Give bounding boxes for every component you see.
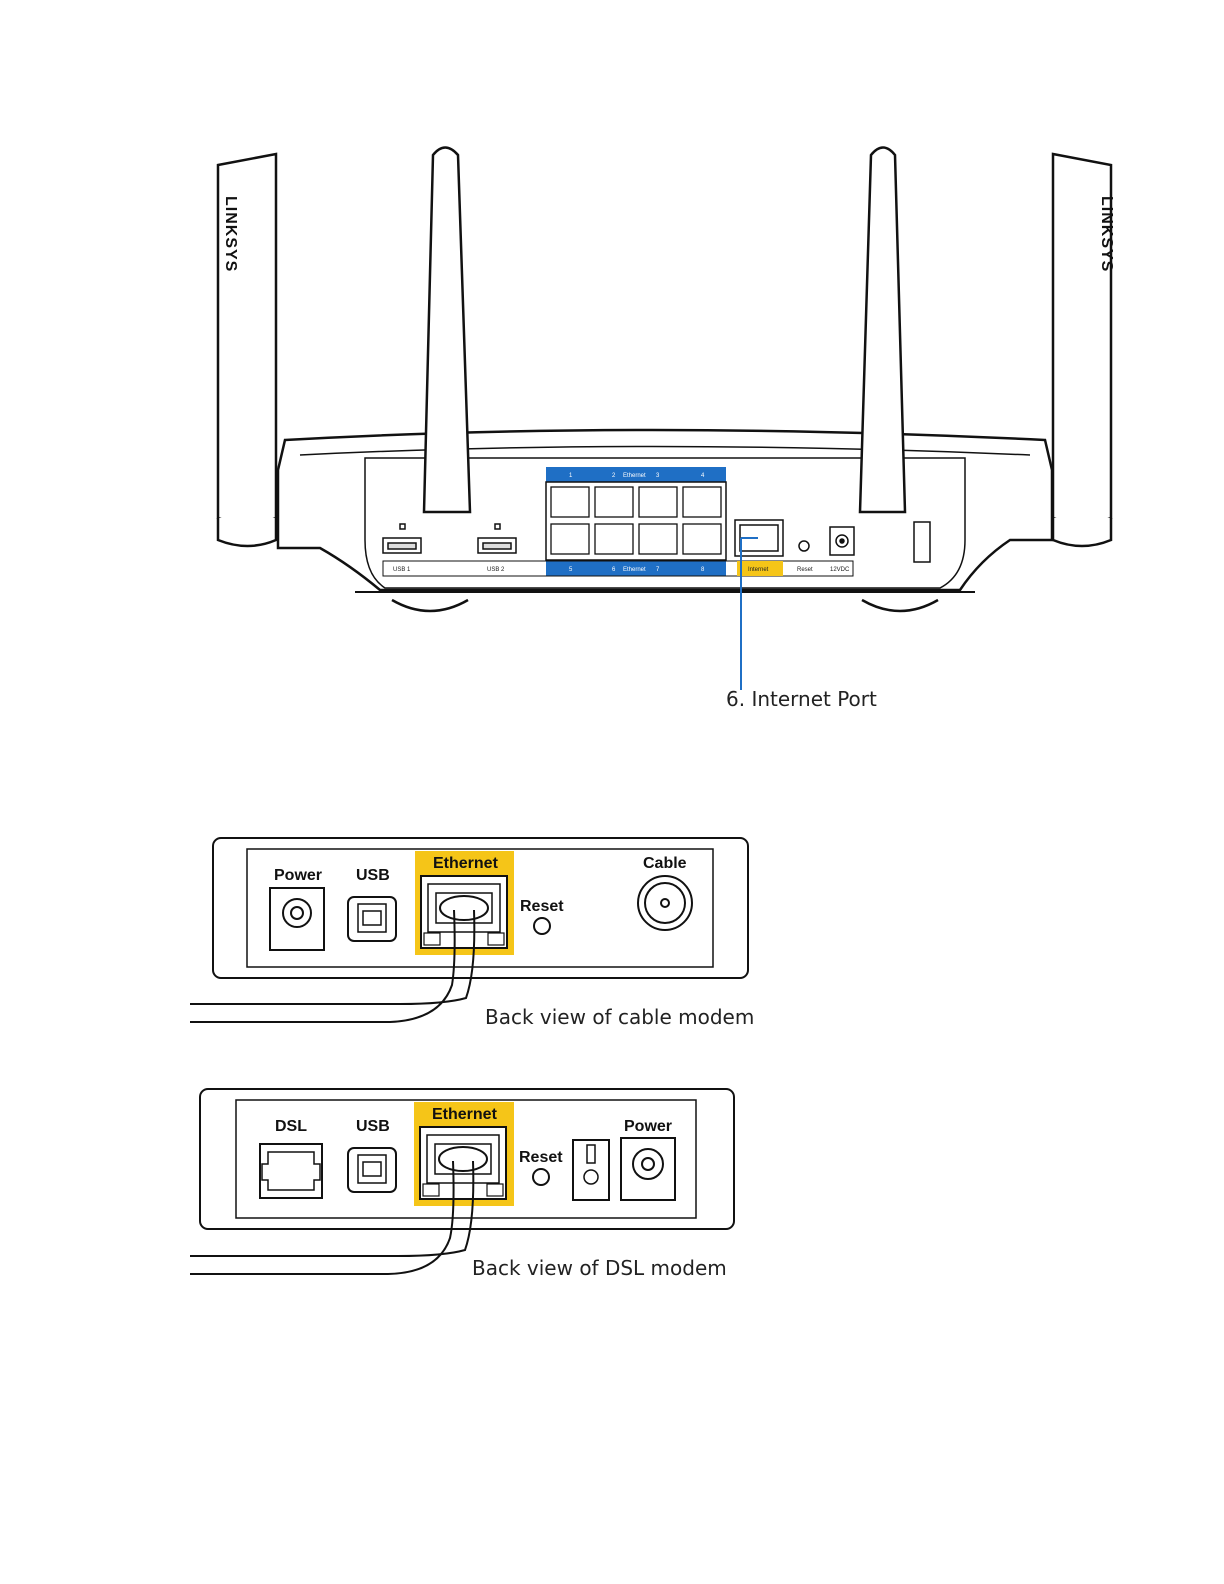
dsl-modem-caption: Back view of DSL modem: [472, 1256, 727, 1280]
reset-label: Reset: [797, 567, 813, 573]
internet-port-callout: 6. Internet Port: [726, 687, 877, 711]
cable-usb-label: USB: [356, 867, 390, 884]
dsl-ethernet-label: Ethernet: [432, 1106, 498, 1123]
internet-label: Internet: [748, 567, 769, 573]
dsl-reset-label: Reset: [519, 1149, 563, 1166]
ethernet-ports: [546, 467, 726, 576]
brand-left: LINKSYS: [222, 196, 239, 272]
cable-modem-caption: Back view of cable modem: [485, 1005, 754, 1029]
eth-bottom-label: Ethernet: [623, 567, 646, 573]
power-switch: [914, 522, 930, 562]
eth-top-label: Ethernet: [623, 473, 646, 479]
dsl-usb-label: USB: [356, 1118, 390, 1135]
antenna-right-center: [860, 148, 905, 513]
dsl-reset-button: [533, 1169, 549, 1185]
cable-reset-label: Reset: [520, 898, 564, 915]
usb2-label: USB 2: [487, 567, 505, 573]
cable-power-label: Power: [274, 867, 322, 884]
cable-reset-button: [534, 918, 550, 934]
cable-cable-label: Cable: [643, 855, 687, 872]
power-label: 12VDC: [830, 567, 850, 573]
usb1-label: USB 1: [393, 567, 411, 573]
antenna-left-center: [424, 148, 470, 513]
dsl-power-label: Power: [624, 1118, 672, 1135]
cable-ethernet-label: Ethernet: [433, 855, 499, 872]
dsl-dsl-label: DSL: [275, 1118, 307, 1135]
brand-right: LINKSYS: [1098, 196, 1115, 272]
reset-button: [799, 541, 809, 551]
